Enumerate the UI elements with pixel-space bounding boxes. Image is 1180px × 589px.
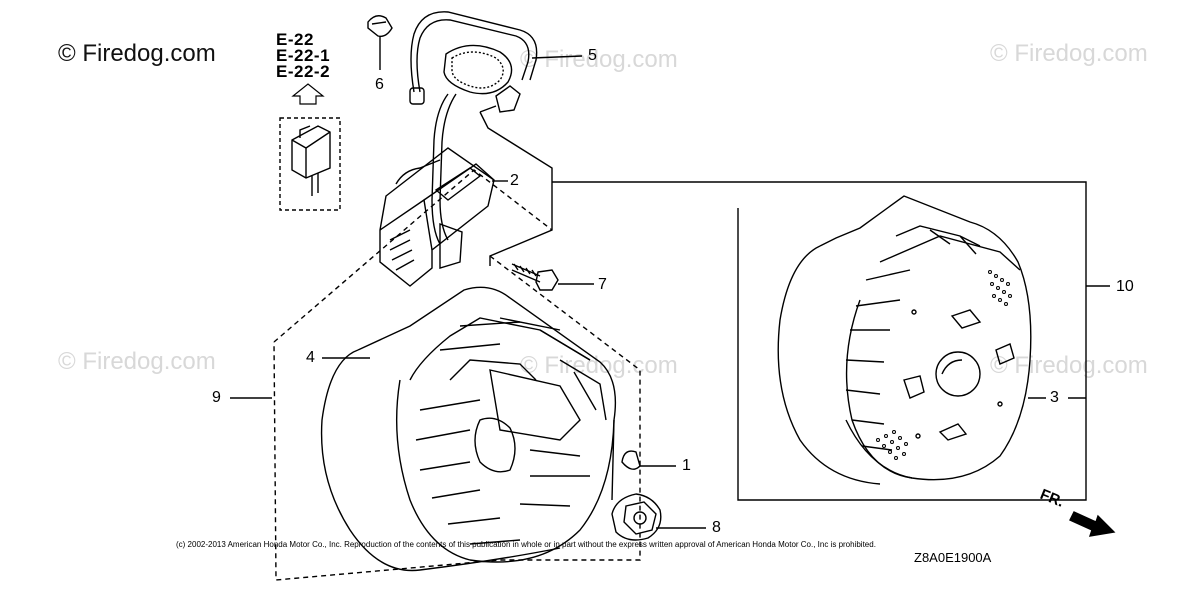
watermark-top-right: © Firedog.com [990, 40, 1148, 67]
ignition-coil-ref-box [279, 117, 341, 211]
watermark-mid-right: © Firedog.com [990, 352, 1148, 379]
diagram-part-code: Z8A0E1900A [914, 550, 992, 565]
flywheel-vent-holes [876, 270, 1012, 460]
callout-9: 9 [212, 389, 221, 406]
bolt-part-7 [511, 263, 559, 291]
watermark-top-center: © Firedog.com [520, 46, 678, 73]
watermark-mid-left: © Firedog.com [58, 348, 216, 375]
flywheel-assembly-box [552, 181, 1087, 501]
callout-7: 7 [598, 276, 607, 293]
watermark-mid-center: © Firedog.com [520, 352, 678, 379]
callout-3: 3 [1050, 389, 1059, 406]
watermark-main: © Firedog.com [58, 40, 216, 67]
callout-5: 5 [588, 47, 597, 64]
copyright-notice: (c) 2002-2013 American Honda Motor Co., … [176, 540, 876, 549]
callout-6: 6 [375, 76, 384, 93]
callout-4: 4 [306, 349, 315, 366]
reference-code: E-22-2 [276, 62, 331, 81]
callout-10: 10 [1116, 278, 1134, 295]
callout-2: 2 [510, 172, 519, 189]
clamp-part-6 [367, 15, 393, 70]
callout-1: 1 [682, 457, 691, 474]
ignition-coil-part-2 [379, 93, 495, 287]
front-direction-arrow-icon [1069, 511, 1116, 537]
spark-plug-cap-part-5 [409, 11, 553, 266]
reference-code: E-22 [276, 30, 314, 49]
flange-nut-part-8 [611, 493, 662, 541]
flywheel-part-3 [777, 195, 1032, 485]
flywheel-part-4 [320, 286, 617, 572]
reference-codes: E-22 E-22-1 E-22-2 [276, 30, 331, 81]
up-arrow-icon [291, 83, 325, 105]
leader-line-5 [531, 55, 583, 59]
woodruff-key-part-1 [621, 450, 641, 470]
callout-8: 8 [712, 519, 721, 536]
reference-code: E-22-1 [276, 46, 331, 65]
assembly-dashed-outline [273, 169, 641, 581]
